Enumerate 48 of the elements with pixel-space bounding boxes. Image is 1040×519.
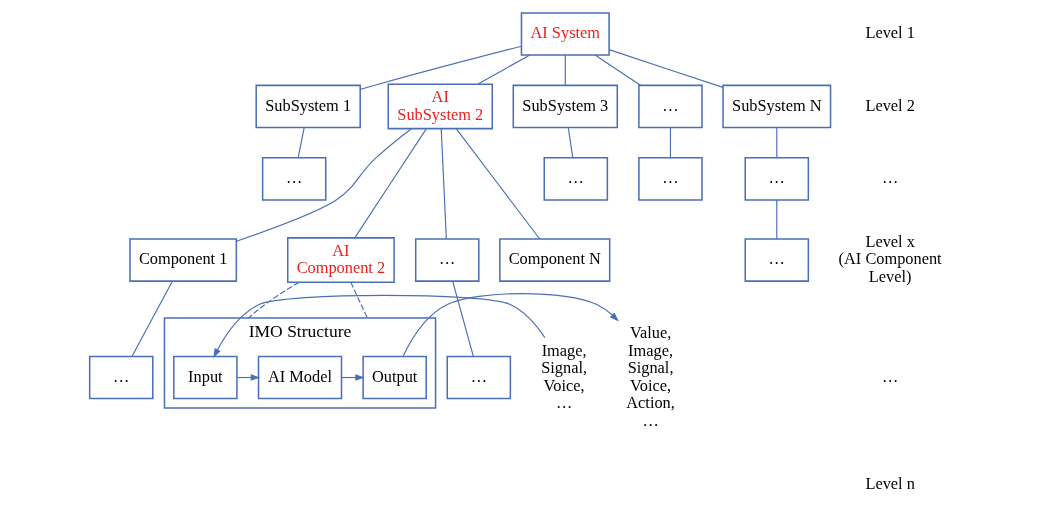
node-box: … — [88, 355, 154, 400]
connector — [452, 280, 474, 357]
node-box: … — [638, 157, 703, 201]
connector — [608, 49, 724, 88]
connector — [594, 54, 642, 86]
node-text: Value, Image, Signal, Voice, Action, … — [626, 323, 675, 430]
connector — [359, 45, 522, 90]
node-box: AI System — [520, 12, 610, 56]
connector — [248, 281, 300, 319]
node-box: Output — [362, 355, 427, 400]
label: Level 2 — [865, 95, 915, 115]
connector — [477, 54, 531, 85]
label: Level x (AI Component Level) — [838, 231, 942, 286]
connector — [350, 281, 368, 319]
connector — [776, 199, 778, 240]
connector — [776, 126, 778, 159]
node-box: AI Model — [257, 355, 343, 400]
connector — [297, 126, 305, 159]
node-box: AI Component 2 — [287, 237, 395, 284]
connector — [455, 128, 541, 240]
node-box: SubSystem 1 — [255, 84, 361, 129]
node-box: SubSystem 3 — [512, 84, 619, 129]
node-text: Image, Signal, Voice, … — [541, 340, 588, 413]
node-box: … — [261, 157, 327, 201]
node-box: … — [638, 84, 703, 129]
connector — [354, 128, 427, 239]
node-box: SubSystem N — [722, 84, 832, 129]
node-box: … — [543, 157, 609, 201]
node-box: … — [744, 238, 810, 282]
connector — [440, 128, 447, 240]
node-box: … — [414, 238, 480, 282]
node-box: Component N — [499, 238, 611, 282]
arrow — [402, 293, 619, 357]
label: Level 1 — [865, 23, 915, 43]
label: … — [881, 168, 899, 188]
node-box: … — [446, 355, 512, 400]
node-box: … — [744, 157, 810, 201]
connector — [564, 54, 566, 86]
connector — [669, 126, 672, 159]
arrow — [213, 294, 546, 358]
label: Level n — [865, 474, 915, 494]
node-box: Input — [173, 355, 238, 400]
connector — [235, 128, 412, 242]
node-box: AI SubSystem 2 — [387, 83, 493, 130]
connector — [131, 280, 173, 357]
connector — [567, 126, 574, 159]
label: … — [881, 366, 899, 386]
node-box: Component 1 — [129, 238, 238, 282]
